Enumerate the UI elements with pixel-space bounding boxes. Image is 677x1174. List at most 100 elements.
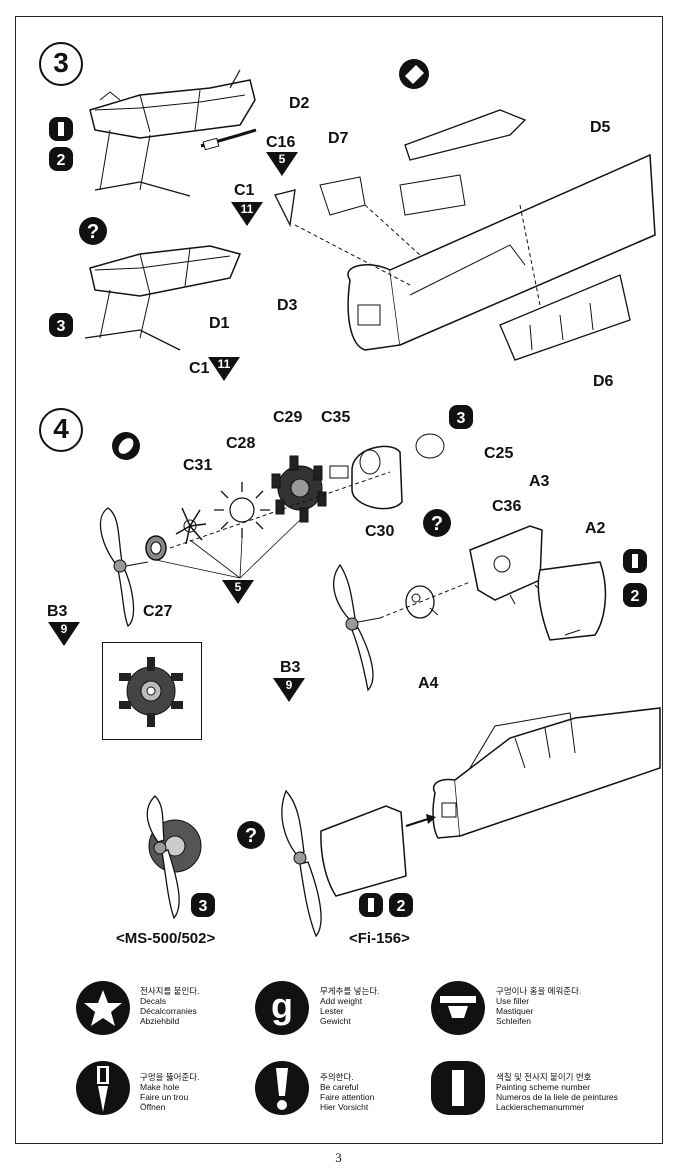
star-icon	[76, 981, 130, 1035]
propeller-left-drawing	[99, 507, 149, 628]
label-c16: C16	[266, 134, 296, 151]
color-ref-c16: 5	[278, 152, 286, 166]
label-d6: D6	[593, 373, 614, 390]
label-a2: A2	[585, 520, 606, 537]
color-ref-triangle-paint5	[222, 580, 254, 604]
color-ref-triangle-c16	[266, 152, 298, 176]
variant-label-ms500: <MS-500/502>	[116, 930, 216, 947]
glue-icon	[399, 59, 429, 89]
label-c25: C25	[484, 445, 514, 462]
label-d5: D5	[590, 119, 611, 136]
legend-careful: 주의한다. Be careful Faire attention Hier Vo…	[320, 1072, 374, 1112]
svg-text:?: ?	[87, 221, 99, 243]
color-ref-triangle-c1-top	[231, 202, 263, 226]
color-ref-b3-right: 9	[285, 678, 293, 692]
label-c1-bottom: C1	[189, 360, 210, 377]
legend-line: Be careful	[320, 1082, 359, 1092]
step-3-number: 3	[39, 42, 83, 86]
legend-line: Lester	[320, 1006, 344, 1016]
label-d2: D2	[289, 95, 310, 112]
variant-label-fi156: <Fi-156>	[349, 930, 410, 947]
legend-hole: 구멍을 뚫어준다. Make hole Faire un trou Öffnen	[140, 1072, 199, 1112]
color-ref-c1-bottom: 11	[217, 357, 231, 371]
legend-line: Decals	[140, 996, 166, 1006]
legend-line: Décalcorranies	[140, 1006, 197, 1016]
scheme-number-icon	[431, 1061, 485, 1115]
legend-line: 주의한다.	[320, 1072, 354, 1082]
cowling-parts-drawing	[333, 525, 607, 692]
svg-text:2: 2	[631, 588, 640, 605]
label-c31: C31	[183, 457, 213, 474]
legend-line: Abziehbild	[140, 1016, 180, 1026]
legend-scheme: 색칠 및 전사지 붙이기 번호 Painting scheme number N…	[496, 1072, 618, 1112]
variant-marker-c25: 3	[449, 405, 473, 429]
weight-g-icon: g	[255, 981, 309, 1035]
legend-filler: 구멍이나 홈을 메워준다. Use filler Mastiquer Schle…	[496, 986, 581, 1026]
question-icon-step4: ?	[423, 509, 451, 537]
label-c30: C30	[365, 523, 395, 540]
legend-line: Numeros de la liele de peintures	[496, 1092, 618, 1102]
legend-line: 구멍이나 홈을 메워준다.	[496, 986, 582, 996]
question-icon-bottom: ?	[237, 821, 265, 849]
page-frame	[15, 16, 663, 1144]
legend-line: Use filler	[496, 996, 530, 1006]
legend-line: 구멍을 뚫어준다.	[140, 1072, 200, 1082]
variant-marker-bottom-2: 2	[389, 893, 413, 917]
svg-text:3: 3	[457, 410, 466, 427]
svg-text:3: 3	[57, 318, 66, 335]
engine-parts-drawing	[145, 433, 445, 579]
question-icon: ?	[79, 217, 107, 245]
wing-part-d1-drawing	[84, 245, 242, 351]
label-a4: A4	[418, 675, 439, 692]
engine-detail-inset	[102, 642, 202, 740]
label-c27: C27	[143, 603, 173, 620]
legend-line: Faire attention	[320, 1092, 375, 1102]
color-ref-b3-left: 9	[60, 622, 68, 636]
label-c36: C36	[492, 498, 522, 515]
filler-icon	[431, 981, 485, 1035]
label-c35: C35	[321, 409, 351, 426]
drill-icon	[76, 1061, 130, 1115]
variant-marker-bottom-3: 3	[191, 893, 215, 917]
exclamation-icon	[255, 1061, 309, 1115]
wing-part-d2-drawing	[89, 69, 256, 197]
variant-marker-2: 2	[49, 147, 73, 171]
legend-line: Make hole	[140, 1082, 180, 1092]
svg-text:2: 2	[397, 898, 406, 915]
legend-line: Öffnen	[140, 1102, 166, 1112]
legend-line: 전사지를 붙인다.	[140, 986, 200, 996]
svg-text:?: ?	[245, 825, 257, 847]
legend-line: Add weight	[320, 996, 363, 1006]
legend-line: Schleifen	[496, 1016, 531, 1026]
color-ref-paint5: 5	[234, 580, 242, 594]
page-number: 3	[335, 1150, 342, 1165]
legend-line: Gewicht	[320, 1016, 351, 1026]
variant-marker-1	[49, 117, 73, 141]
svg-text:g: g	[271, 985, 293, 1026]
step-4-number: 4	[39, 408, 83, 452]
label-b3-left: B3	[47, 603, 68, 620]
legend-decals: 전사지를 붙인다. Decals Décalcorranies Abziehbi…	[140, 986, 199, 1026]
legend-line: Hier Vorsicht	[320, 1102, 369, 1112]
color-ref-c1-top: 11	[240, 202, 254, 216]
legend-line: 무게추를 넣는다.	[320, 986, 380, 996]
part-c16-drawing	[200, 128, 257, 151]
color-ref-triangle-c1-bottom	[208, 357, 240, 381]
glue-icon-step4	[112, 432, 140, 460]
svg-text:3: 3	[199, 898, 208, 915]
variant-marker-a2-1	[623, 549, 647, 573]
fi156-cowling-propeller-drawing	[281, 789, 436, 938]
ms500-engine-propeller-drawing	[146, 795, 202, 920]
label-d1: D1	[209, 315, 230, 332]
label-b3-right: B3	[280, 659, 301, 676]
legend-line: 색칠 및 전사지 붙이기 번호	[496, 1072, 592, 1082]
label-d7: D7	[328, 130, 349, 147]
variant-marker-a2-2: 2	[623, 583, 647, 607]
variant-marker-3: 3	[49, 313, 73, 337]
color-ref-triangle-b3-left	[48, 622, 80, 646]
svg-text:2: 2	[57, 152, 66, 169]
label-c1-top: C1	[234, 182, 255, 199]
legend-line: Faire un trou	[140, 1092, 189, 1102]
legend-line: Painting scheme number	[496, 1082, 591, 1092]
fuselage-step3-drawing	[274, 109, 656, 361]
